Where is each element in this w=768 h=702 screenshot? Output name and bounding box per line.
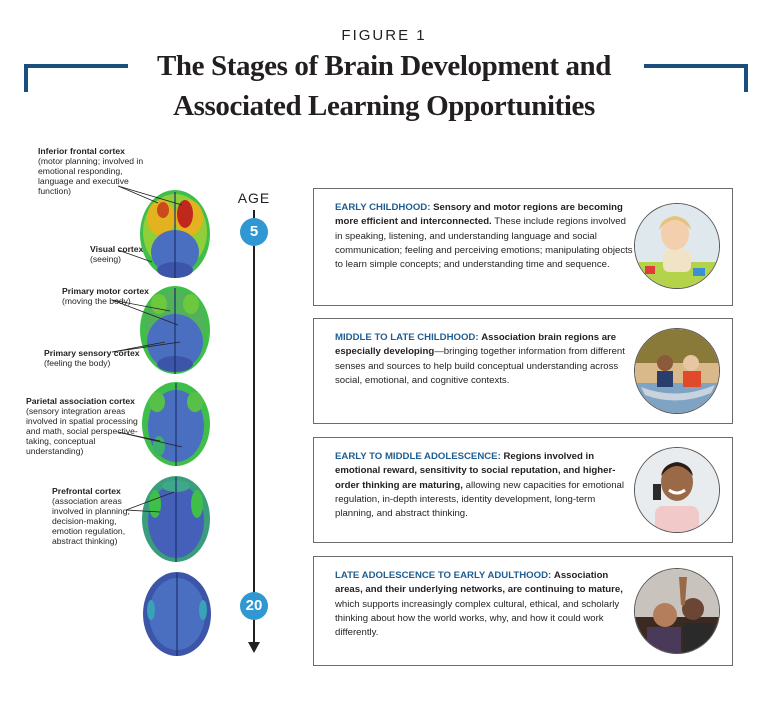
stage-highlight: Sensory and motor regions are becoming m… bbox=[335, 202, 623, 228]
stage-text: LATE ADOLESCENCE TO EARLY ADULTHOOD: Ass… bbox=[335, 569, 636, 640]
label-inferior-frontal-cortex: Inferior frontal cortex (motor planning;… bbox=[38, 146, 154, 196]
stage-box-early-childhood: EARLY CHILDHOOD: Sensory and motor regio… bbox=[313, 188, 733, 306]
stage-box-late-adolescence-to-early-adulthood: LATE ADOLESCENCE TO EARLY ADULTHOOD: Ass… bbox=[313, 556, 733, 666]
age-start-marker: 5 bbox=[240, 218, 268, 246]
timeline-arrow-icon bbox=[248, 642, 260, 653]
brain-label-name: Primary motor cortex bbox=[62, 286, 149, 296]
child-playing-photo bbox=[634, 203, 720, 289]
brain-label-name: Inferior frontal cortex bbox=[38, 146, 125, 156]
brain-age-5-image bbox=[140, 190, 210, 278]
children-canoe-photo bbox=[634, 328, 720, 414]
label-primary-motor-cortex: Primary motor cortex (moving the body) bbox=[62, 286, 182, 306]
stage-title: LATE ADOLESCENCE TO EARLY ADULTHOOD: bbox=[335, 570, 552, 581]
figure-label: FIGURE 1 bbox=[341, 27, 427, 44]
figure-title: The Stages of Brain Development and Asso… bbox=[130, 46, 638, 126]
brain-stage-3-image bbox=[142, 382, 210, 466]
brain-stage-2-image bbox=[140, 286, 210, 374]
brain-label-desc: (moving the body) bbox=[62, 296, 131, 306]
stage-box-middle-to-late-childhood: MIDDLE TO LATE CHILDHOOD: Association br… bbox=[313, 318, 733, 424]
brain-label-desc: (association areas involved in planning,… bbox=[52, 496, 130, 546]
stage-text: EARLY TO MIDDLE ADOLESCENCE: Regions inv… bbox=[335, 450, 636, 521]
title-line-1: The Stages of Brain Development and bbox=[156, 50, 612, 82]
title-bracket-left bbox=[24, 64, 128, 92]
stage-text: EARLY CHILDHOOD: Sensory and motor regio… bbox=[335, 201, 636, 272]
brain-label-name: Parietal association cortex bbox=[26, 396, 135, 406]
title-line-2: Associated Learning Opportunities bbox=[173, 90, 595, 122]
stage-highlight: Association brain regions are especially… bbox=[335, 332, 617, 358]
age-end-marker: 20 bbox=[240, 592, 268, 620]
brain-label-name: Visual cortex bbox=[90, 244, 144, 254]
stage-body: These include regions involved in speaki… bbox=[335, 216, 633, 271]
stage-text: MIDDLE TO LATE CHILDHOOD: Association br… bbox=[335, 331, 636, 388]
age-timeline-line bbox=[253, 210, 255, 646]
label-parietal-association-cortex: Parietal association cortex (sensory int… bbox=[26, 396, 144, 456]
brain-age-20-image bbox=[143, 572, 211, 656]
brain-label-desc: (sensory integration areas involved in s… bbox=[26, 406, 138, 456]
label-primary-sensory-cortex: Primary sensory cortex (feeling the body… bbox=[44, 348, 154, 368]
label-visual-cortex: Visual cortex (seeing) bbox=[90, 244, 150, 264]
title-bracket-right bbox=[644, 64, 748, 92]
stage-body: —bringing together information from diff… bbox=[335, 346, 625, 386]
label-prefrontal-cortex: Prefrontal cortex (association areas inv… bbox=[52, 486, 148, 546]
young-adults-photo bbox=[634, 568, 720, 654]
stage-body: allowing new capacities for emotional re… bbox=[335, 479, 624, 520]
brain-label-desc: (motor planning; involved in emotional r… bbox=[38, 156, 144, 196]
stage-title: EARLY CHILDHOOD: bbox=[335, 202, 431, 213]
stage-highlight: Regions involved in emotional reward, se… bbox=[335, 451, 616, 491]
stage-highlight: Association areas, and their underlying … bbox=[335, 570, 623, 596]
stage-title: MIDDLE TO LATE CHILDHOOD: bbox=[335, 332, 479, 343]
stage-body: which supports increasingly complex cult… bbox=[335, 598, 620, 639]
teen-on-phone-photo bbox=[634, 447, 720, 533]
brain-label-name: Prefrontal cortex bbox=[52, 486, 121, 496]
stage-title: EARLY TO MIDDLE ADOLESCENCE: bbox=[335, 451, 501, 462]
brain-label-desc: (seeing) bbox=[90, 254, 122, 264]
stage-box-early-to-middle-adolescence: EARLY TO MIDDLE ADOLESCENCE: Regions inv… bbox=[313, 437, 733, 543]
age-axis-label: AGE bbox=[237, 190, 271, 206]
brain-label-desc: (feeling the body) bbox=[44, 358, 111, 368]
brain-label-name: Primary sensory cortex bbox=[44, 348, 140, 358]
